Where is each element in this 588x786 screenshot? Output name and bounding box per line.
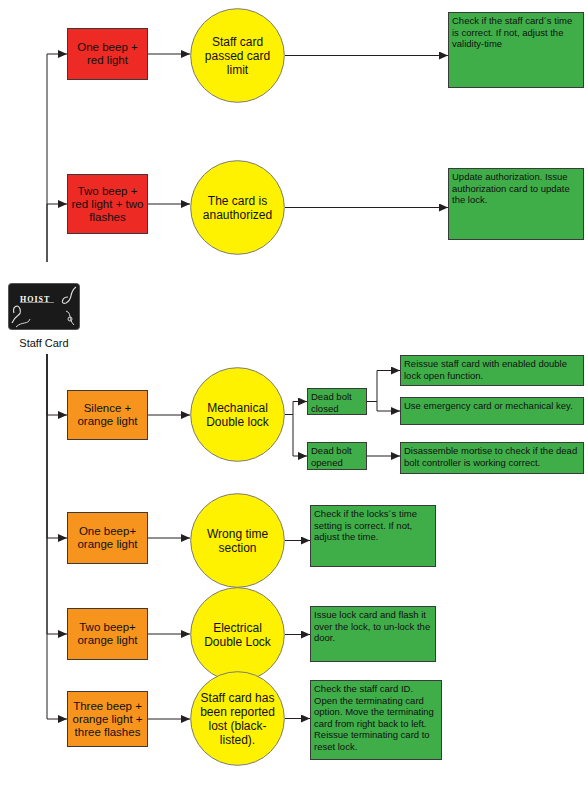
connector-arrow [148,54,190,55]
card-swirl [66,311,74,325]
cause-circle: Staff card passed card limit [190,8,285,103]
cause-circle: The card is anauthorized [190,160,285,255]
cause-circle: Wrong time section [190,493,285,588]
connector-arrow [148,415,190,416]
card-illustration [8,283,80,330]
action-box: Issue lock card and flash it over the lo… [310,606,436,662]
status-text: Silence + orange light [68,402,147,428]
card-swirl [16,319,30,327]
cause-text: Electrical Double Lock [199,621,277,649]
status-text: Three beep + orange light + three flashe… [68,700,147,739]
cause-circle: Staff card has been reported lost (black… [190,671,285,766]
cause-text: Staff card passed card limit [199,35,277,77]
connector-arrow [148,204,190,205]
cause-text: Wrong time section [199,527,277,555]
action-text: Issue lock card and flash it over the lo… [311,607,435,646]
action-box: Update authorization. Issue authorizatio… [448,168,584,240]
cause-text: Staff card has been reported lost (black… [199,691,277,747]
status-text: Two beep+ orange light [68,621,147,647]
status-box: One beep + red light [67,28,148,80]
card-swirl [68,317,72,321]
action-box: Disassemble mortise to check if the dead… [400,442,584,474]
action-box: Reissue staff card with enabled double l… [400,355,584,386]
connector-arrow [285,634,310,635]
action-text: Check if the staff card´s time is correc… [449,13,583,52]
circle-shape [191,161,285,255]
circle-shape [191,588,285,682]
cause-circle: Electrical Double Lock [190,587,285,682]
action-text: Dead bolt closed [308,389,366,416]
cause-text: Mechanical Double lock [199,401,277,429]
action-text: Disassemble mortise to check if the dead… [401,443,583,470]
status-box: Silence + orange light [67,390,148,440]
circle-shape [191,672,285,766]
status-box: Two beep + red light + two flashes [67,174,148,234]
connector-arrow [47,354,67,634]
cause-text: The card is anauthorized [199,194,277,222]
connector-arrow [148,538,190,539]
status-box: One beep+ orange light [67,512,148,564]
action-text: Use emergency card or mechanical key. [401,398,576,414]
connector-arrow [285,540,310,541]
connector-arrow [47,54,67,262]
action-box: Check if the staff card´s time is correc… [448,12,584,88]
connector-arrow [148,634,190,635]
circle-shape [191,494,285,588]
card-swirl [12,306,20,323]
action-text: Check if the locks´s time setting is cor… [311,506,435,545]
circle-shape [191,368,285,462]
connector-arrow [285,718,310,719]
connector-arrow [285,402,307,415]
status-box: Two beep+ orange light [67,608,148,660]
action-box: Use emergency card or mechanical key. [400,397,584,425]
connector-arrow [367,456,400,457]
connector-arrow [47,354,67,415]
action-box: Dead bolt closed [307,388,367,415]
action-text: Reissue staff card with enabled double l… [401,356,583,383]
connector-arrow [148,719,190,720]
action-text: Update authorization. Issue authorizatio… [449,169,583,208]
status-text: One beep+ orange light [68,525,147,551]
connector-arrow [285,415,307,457]
connector-arrow [367,371,400,402]
status-box: Three beep + orange light + three flashe… [67,691,148,747]
status-text: One beep + red light [68,41,147,67]
cause-circle: Mechanical Double lock [190,367,285,462]
card-caption: Staff Card [8,336,80,350]
card-swirl [62,287,76,303]
connector-arrow [47,204,67,262]
action-box: Check the staff card ID. Open the termin… [310,680,442,760]
connector-arrow [285,55,448,56]
card-logo: HOIST [20,295,50,304]
circle-shape [191,9,285,103]
card-body [9,284,80,330]
connector-arrow [367,402,400,412]
connector-arrow [47,354,67,719]
connector-arrow [47,354,67,538]
connector-arrow [285,207,448,208]
staff-card: HOIST Staff Card [8,262,80,354]
status-text: Two beep + red light + two flashes [68,185,147,224]
action-box: Check if the locks´s time setting is cor… [310,505,436,567]
action-text: Dead bolt opened [308,443,366,470]
action-text: Check the staff card ID. Open the termin… [311,681,441,754]
action-box: Dead bolt opened [307,442,367,470]
